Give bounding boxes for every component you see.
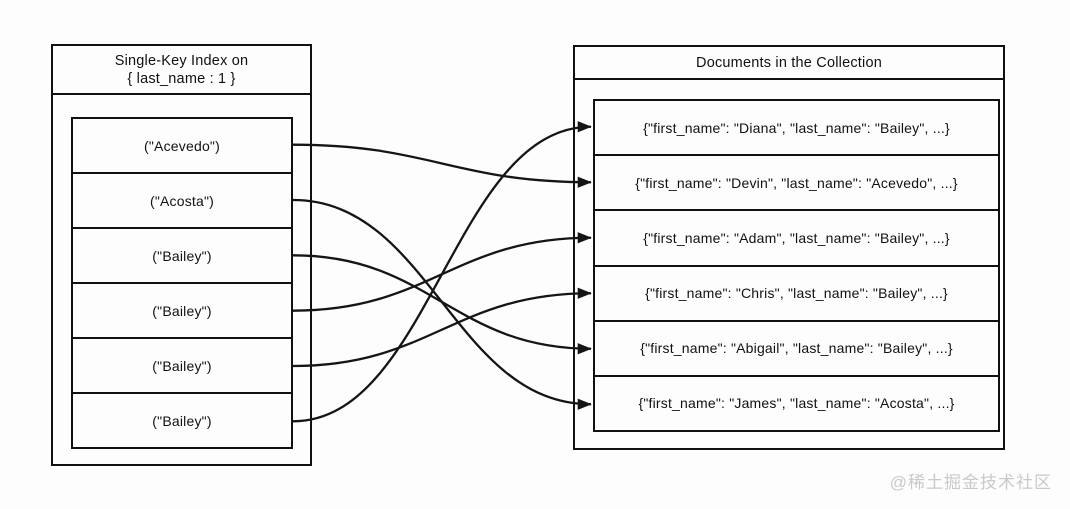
index-arrow — [292, 143, 592, 188]
document-row: {"first_name": "James", "last_name": "Ac… — [638, 395, 955, 412]
index-arrow — [292, 287, 592, 368]
index-entry: ("Bailey") — [152, 412, 212, 429]
watermark: @稀土掘金技术社区 — [889, 473, 1052, 492]
documents-panel-title: Documents in the Collection — [575, 47, 1003, 80]
index-entry-list: ("Acevedo")("Acosta")("Bailey")("Bailey"… — [71, 117, 293, 449]
index-entry: ("Bailey") — [73, 339, 291, 394]
document-row: {"first_name": "Diana", "last_name": "Ba… — [595, 101, 998, 157]
index-arrow — [292, 254, 592, 355]
index-entry: ("Acosta") — [73, 174, 291, 229]
documents-panel-title-text: Documents in the Collection — [696, 54, 882, 71]
index-entry: ("Bailey") — [73, 229, 291, 284]
document-row: {"first_name": "Devin", "last_name": "Ac… — [595, 156, 998, 212]
index-panel-title-line1: Single-Key Index on — [114, 52, 249, 69]
index-arrow — [292, 198, 592, 410]
document-list: {"first_name": "Diana", "last_name": "Ba… — [593, 99, 1000, 432]
document-row: {"first_name": "Abigail", "last_name": "… — [595, 322, 998, 377]
index-arrow — [292, 232, 592, 312]
index-panel-title-line2: { last_name : 1 } — [127, 70, 236, 87]
document-row: {"first_name": "Chris", "last_name": "Ba… — [595, 267, 998, 322]
index-entry: ("Acevedo") — [73, 119, 291, 174]
document-row: {"first_name": "Adam", "last_name": "Bai… — [595, 211, 998, 267]
index-arrow — [292, 121, 592, 423]
index-entry: ("Bailey") — [73, 284, 291, 339]
index-panel-title: Single-Key Index on { last_name : 1 } — [53, 46, 310, 95]
